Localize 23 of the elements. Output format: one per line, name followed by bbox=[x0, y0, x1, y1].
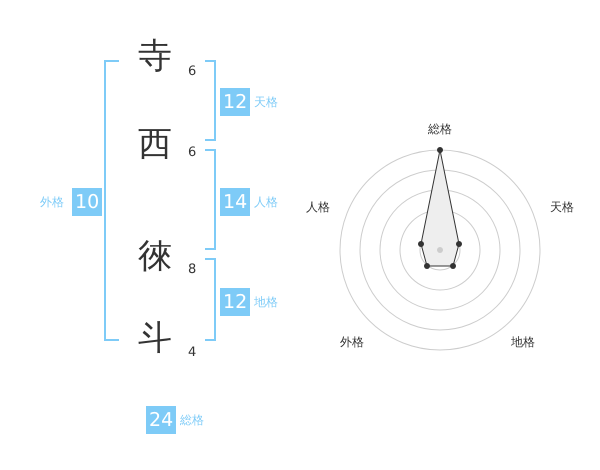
kanji-character: 寺 bbox=[138, 36, 172, 77]
stroke-count: 4 bbox=[188, 345, 196, 361]
axis-label: 地格 bbox=[511, 335, 535, 350]
score-box: 14 bbox=[220, 188, 250, 216]
score-label: 天格 bbox=[254, 94, 278, 111]
axis-label: 天格 bbox=[550, 200, 574, 214]
axis-label: 外格 bbox=[340, 335, 364, 350]
kanji-character: 斗 bbox=[138, 318, 172, 359]
stroke-count: 6 bbox=[188, 64, 196, 80]
score-label: 人格 bbox=[254, 194, 278, 211]
score-label: 外格 bbox=[40, 194, 64, 211]
score-box: 10 bbox=[72, 188, 102, 216]
kanji-character: 西 bbox=[138, 124, 172, 165]
score-box: 24 bbox=[146, 406, 176, 434]
score-box: 12 bbox=[220, 88, 250, 116]
score-label: 総格 bbox=[180, 412, 204, 429]
score-label: 地格 bbox=[254, 294, 278, 311]
stroke-count: 8 bbox=[188, 262, 196, 278]
kanji-character: 徠 bbox=[138, 236, 172, 277]
stroke-count: 6 bbox=[188, 145, 196, 161]
axis-label: 総格 bbox=[428, 122, 452, 136]
axis-label: 人格 bbox=[306, 200, 330, 214]
score-box: 12 bbox=[220, 288, 250, 316]
